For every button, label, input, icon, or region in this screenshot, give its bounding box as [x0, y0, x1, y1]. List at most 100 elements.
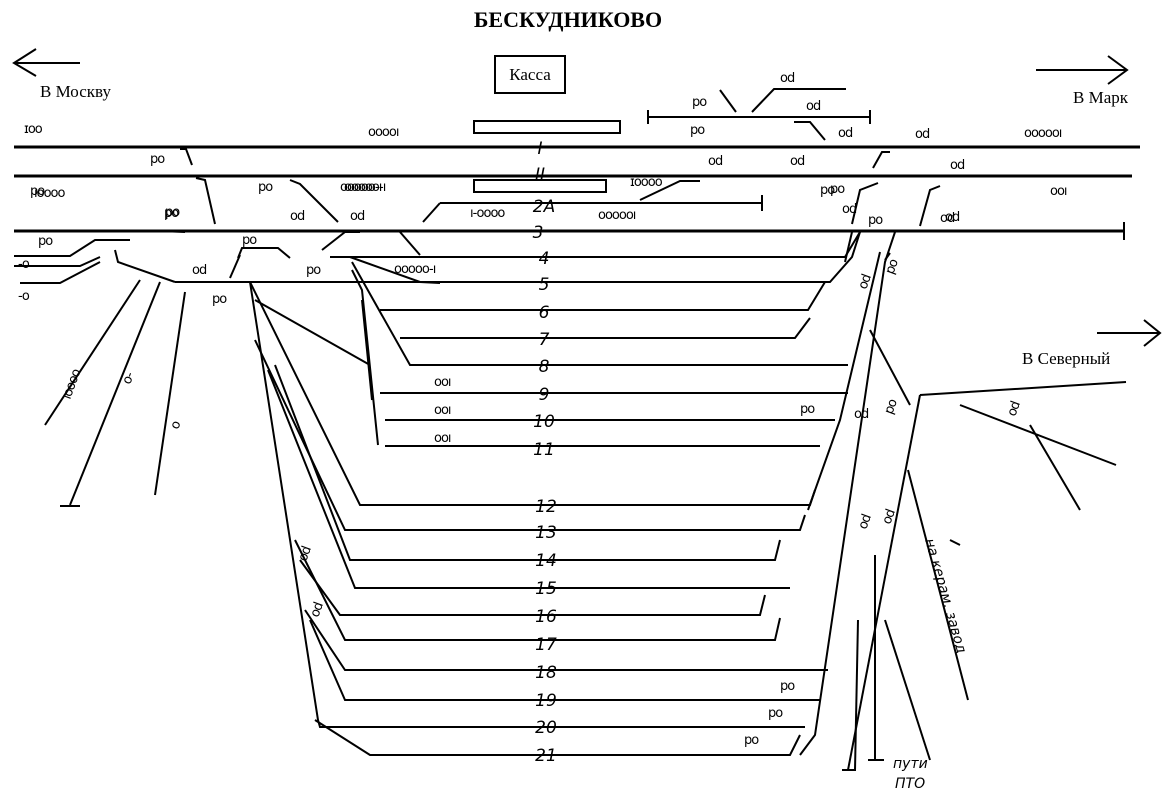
signal-icon: ɪoooo	[630, 175, 663, 190]
left-branches	[44, 279, 186, 507]
signal-icon: po	[780, 679, 795, 694]
signal-icon: po	[820, 183, 835, 198]
signal-icon: od	[880, 507, 899, 526]
track-label: I	[537, 139, 542, 159]
signal-icon: oooooı	[1024, 126, 1062, 141]
track-label: 14	[535, 551, 557, 571]
direction-mark-label: В Марк	[1073, 88, 1129, 107]
track-label: 16	[535, 607, 557, 627]
track-label: 10	[533, 412, 555, 432]
right-branches	[842, 329, 1127, 771]
track-label: 9	[539, 385, 550, 405]
track-label: 19	[535, 691, 557, 711]
signal-icon: po	[164, 206, 179, 221]
signal-icon: od	[790, 154, 805, 169]
track-label: 4	[539, 249, 550, 269]
signal-icon: ooı	[434, 403, 451, 418]
track-label: 7	[539, 330, 550, 350]
track-label: 6	[539, 303, 550, 323]
arrow-moscow-icon	[12, 48, 80, 77]
signal-icon: ooı	[434, 431, 451, 446]
signal-icon: od	[945, 210, 960, 225]
platform-2	[473, 179, 607, 193]
track-label: 13	[535, 523, 557, 543]
track-label: 2А	[533, 197, 555, 217]
signal-icon: od	[1005, 399, 1024, 418]
signal-icon: ooooo-ı	[344, 180, 386, 195]
track-label: 18	[535, 663, 557, 683]
yard-tracks	[14, 230, 896, 756]
signal-icon: od	[290, 209, 305, 224]
direction-severny-label: В Северный	[1022, 349, 1110, 368]
pto-label-line1: пути	[893, 756, 928, 772]
signal-icon: od	[950, 158, 965, 173]
signal-icon: po	[768, 706, 783, 721]
track-label: II	[535, 165, 545, 185]
signal-icon: od	[856, 512, 875, 531]
track-label: 12	[535, 497, 557, 517]
signal-icon: po	[242, 233, 257, 248]
signal-icon: po	[306, 263, 321, 278]
track-label: 8	[539, 357, 550, 377]
signal-icon: po	[150, 152, 165, 167]
signal-icon: o	[168, 419, 185, 432]
signal-icon: po	[692, 95, 707, 110]
track-label: 15	[535, 579, 557, 599]
signal-icon: po	[258, 180, 273, 195]
station-title: БЕСКУДНИКОВО	[474, 7, 662, 32]
signal-icon: od	[806, 99, 821, 114]
track-label: 5	[539, 275, 550, 295]
signal-icon: od	[708, 154, 723, 169]
signal-icon: od	[915, 127, 930, 142]
signal-icon: po	[38, 234, 53, 249]
signal-icon: ıoooo	[60, 367, 85, 402]
signal-icon: po	[882, 397, 901, 416]
signal-icon: po	[830, 182, 845, 197]
signal-icon: po	[690, 123, 705, 138]
signal-icon: ooı	[1050, 184, 1067, 199]
signal-icon: po	[744, 733, 759, 748]
factory-label: на керам. завод	[921, 537, 969, 656]
signal-icon: od	[842, 202, 857, 217]
signal-icon: od	[308, 600, 327, 619]
signal-icon: -o	[18, 257, 30, 272]
signal-icon: od	[854, 407, 869, 422]
signal-icon: od	[838, 126, 853, 141]
signal-icon: ıoooo	[34, 186, 65, 201]
arrow-mark-icon	[1036, 55, 1129, 85]
signal-icon: po	[868, 213, 883, 228]
signal-icon: ooooo-ı	[340, 180, 382, 195]
track-label: 11	[533, 440, 555, 460]
signal-icon: od	[780, 71, 795, 86]
ticket-office: Касса	[494, 55, 566, 94]
signal-icon: po	[883, 257, 902, 276]
platform-1	[473, 120, 621, 134]
track-label: 20	[535, 718, 557, 738]
direction-moscow-label: В Москву	[40, 82, 111, 101]
track-label: 21	[535, 746, 557, 766]
arrow-severny-icon	[1097, 319, 1162, 347]
signal-icon: od	[856, 272, 875, 291]
signal-icon: ooı	[434, 375, 451, 390]
signal-icon: po	[212, 292, 227, 307]
signal-icon: oooooı	[598, 208, 636, 223]
signal-icon: o-	[120, 370, 138, 387]
signal-icon: od	[296, 544, 315, 563]
main-tracks	[14, 145, 1140, 240]
signal-icon: od	[940, 211, 955, 226]
signal-icon: od	[192, 263, 207, 278]
signal-icon: po	[165, 205, 180, 220]
signal-icon: ɪoo	[24, 122, 43, 137]
pto-label-line2: ПТО	[895, 776, 925, 792]
track-label: 3	[533, 223, 544, 243]
signal-icon: od	[350, 209, 365, 224]
side-tracks-upper	[180, 88, 941, 227]
signal-icon: ooooo-ı	[394, 262, 436, 277]
signal-icon: -o	[18, 289, 30, 304]
signal-icon: ooooı	[368, 125, 399, 140]
signal-icon: ı-oooo	[470, 206, 505, 221]
ticket-office-label: Касса	[509, 65, 551, 84]
signal-icon: po	[30, 184, 45, 199]
